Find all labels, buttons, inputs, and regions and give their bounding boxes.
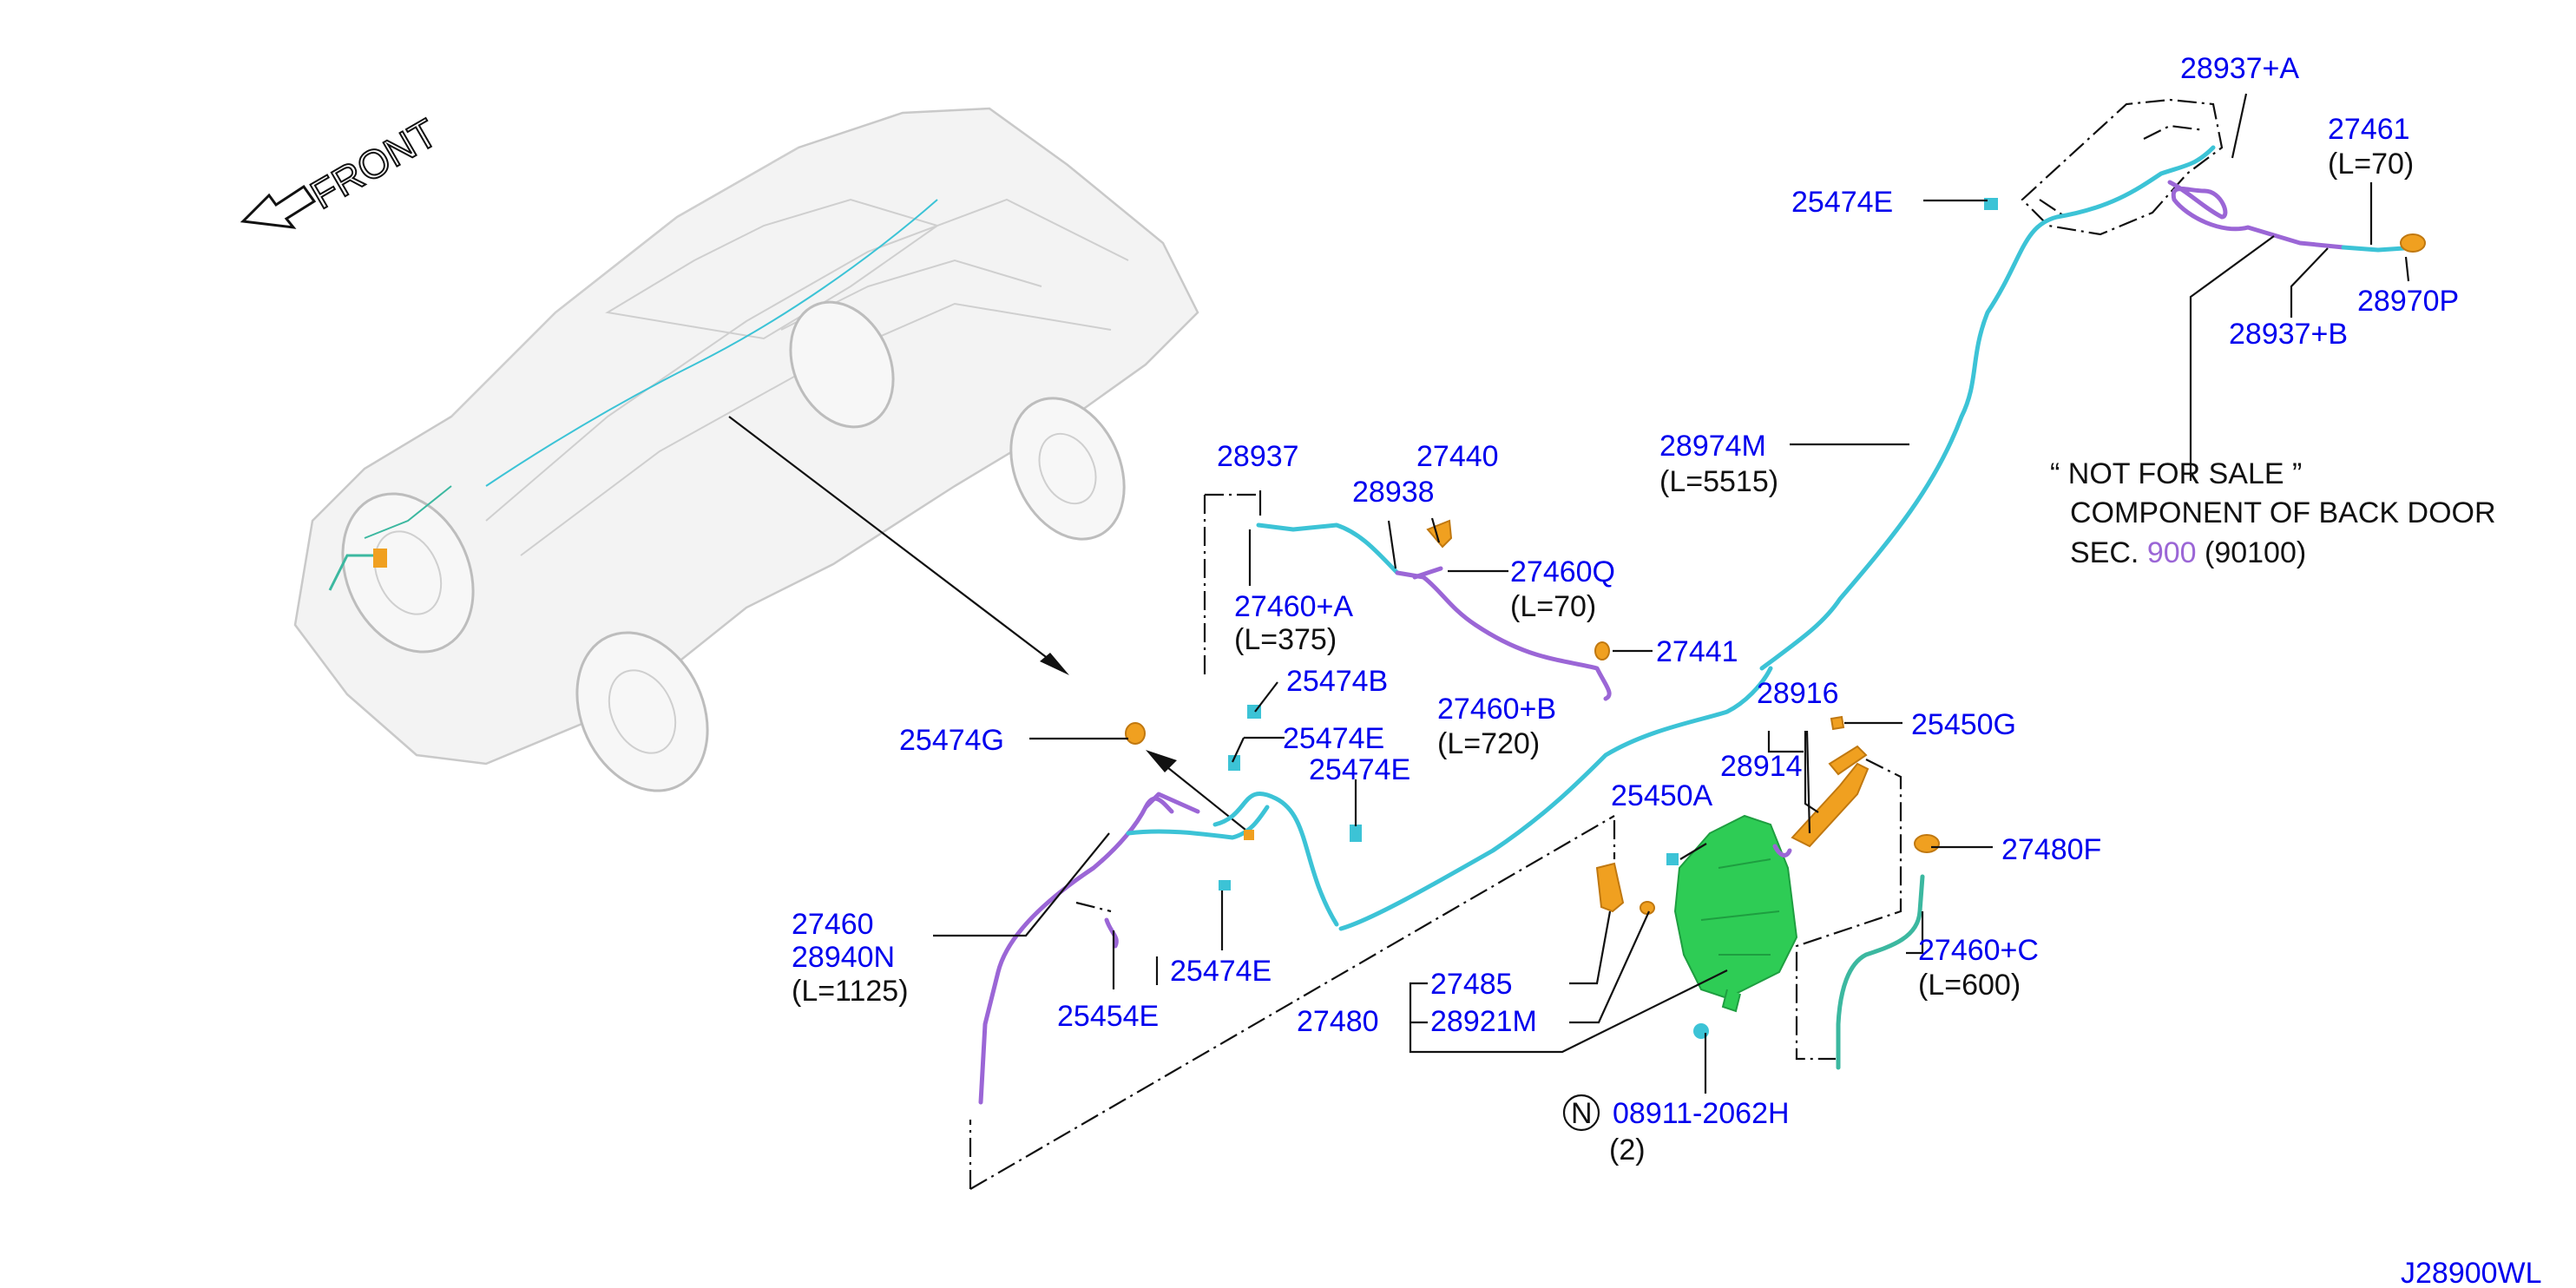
clip-25474E-b: [1350, 825, 1362, 842]
leader-lines: [933, 93, 2410, 1094]
label-27460A[interactable]: 27460+A: [1234, 590, 1353, 623]
diagram-id: J28900WL: [2401, 1257, 2542, 1288]
label-25474E-top[interactable]: 25474E: [1791, 186, 1893, 219]
label-27440[interactable]: 27440: [1416, 440, 1499, 473]
spare-wheel: [789, 300, 895, 429]
label-27460C[interactable]: 27460+C: [1918, 934, 2039, 967]
pointer-line: [728, 416, 1064, 671]
label-27485[interactable]: 27485: [1430, 968, 1513, 1001]
clip-25474E-a: [1228, 755, 1240, 771]
label-08911-qty: (2): [1609, 1134, 1646, 1166]
front-hose-group: [969, 705, 1615, 1190]
label-27441[interactable]: 27441: [1656, 635, 1738, 668]
clip-27441: [1594, 641, 1610, 660]
label-27461-length: (L=70): [2328, 148, 2414, 181]
washer-tank: [1673, 814, 1798, 1000]
rear-wheel-left: [575, 631, 709, 792]
clip-25474E-c: [1219, 880, 1231, 890]
label-25474G[interactable]: 25474G: [899, 724, 1004, 757]
label-27460B[interactable]: 27460+B: [1437, 693, 1556, 726]
label-28938[interactable]: 28938: [1352, 476, 1435, 509]
seal-28921M: [1640, 901, 1655, 915]
note-line3: SEC. 900 (90100): [2070, 536, 2306, 569]
label-25474B[interactable]: 25474B: [1286, 665, 1388, 698]
label-25474E-c[interactable]: 25474E: [1170, 955, 1272, 988]
label-28970P[interactable]: 28970P: [2357, 285, 2459, 318]
cap-27480F: [1914, 834, 1940, 853]
note-line2: COMPONENT OF BACK DOOR: [2070, 496, 2496, 529]
label-08911-2062H[interactable]: 08911-2062H: [1613, 1097, 1790, 1130]
label-28937A[interactable]: 28937+A: [2180, 52, 2299, 85]
label-27460A-length: (L=375): [1234, 623, 1337, 656]
n-symbol-letter: N: [1571, 1097, 1593, 1130]
label-27460Q[interactable]: 27460Q: [1510, 555, 1615, 588]
label-28974M[interactable]: 28974M: [1659, 430, 1766, 463]
pointer-arrowhead-icon: [1040, 653, 1069, 675]
nozzle-28970P: [2400, 233, 2426, 253]
label-27460Q-length: (L=70): [1510, 590, 1596, 623]
label-25454E[interactable]: 25454E: [1057, 1000, 1159, 1033]
front-label: FRONT: [303, 109, 444, 217]
grommet-25450A: [1666, 853, 1679, 865]
label-27461[interactable]: 27461: [2328, 113, 2410, 146]
label-25450A[interactable]: 25450A: [1611, 779, 1713, 812]
label-27460C-length: (L=600): [1918, 969, 2021, 1002]
washer-tank-group: [1595, 715, 1940, 1070]
nozzle-27440: [1426, 519, 1453, 549]
label-28916[interactable]: 28916: [1757, 677, 1839, 710]
bolt-08911: [1693, 1023, 1709, 1039]
label-27460-length: (L=1125): [792, 975, 909, 1008]
label-27460B-length: (L=720): [1437, 727, 1540, 760]
pointer-arrowhead-icon: [1146, 750, 1177, 772]
label-25474E-a[interactable]: 25474E: [1283, 722, 1384, 755]
rear-wheel-right: [1009, 397, 1126, 541]
label-28937B[interactable]: 28937+B: [2229, 318, 2348, 351]
label-28921M[interactable]: 28921M: [1430, 1005, 1537, 1038]
front-arrow-icon: [240, 184, 317, 229]
label-28940N[interactable]: 28940N: [792, 941, 895, 974]
inlet-28914: [1791, 762, 1870, 848]
bolt-08911-label: N 08911-2062H (2): [1562, 1094, 1790, 1166]
label-27480F[interactable]: 27480F: [2001, 833, 2101, 866]
label-27480[interactable]: 27480: [1297, 1005, 1379, 1038]
note-line1: “ NOT FOR SALE ”: [2050, 457, 2302, 490]
pump-27485: [1595, 862, 1625, 913]
n-symbol-icon: [1562, 1094, 1600, 1132]
center-hose-group: [1203, 493, 1612, 701]
label-25474E-b[interactable]: 25474E: [1309, 753, 1410, 786]
vehicle-illustration: [293, 107, 1199, 792]
sec-link[interactable]: 900: [2147, 536, 2197, 569]
back-door-hose-group: [1759, 98, 2426, 671]
clip-25474G: [1125, 722, 1146, 745]
label-27460[interactable]: 27460: [792, 908, 874, 941]
label-28914[interactable]: 28914: [1720, 750, 1803, 783]
hose-28974M: [1338, 666, 1773, 931]
label-25450G[interactable]: 25450G: [1911, 708, 2016, 741]
label-28937[interactable]: 28937: [1217, 440, 1299, 473]
note-back-door: “ NOT FOR SALE ” COMPONENT OF BACK DOOR …: [2050, 457, 2496, 569]
front-indicator: FRONT: [240, 108, 445, 229]
label-28974M-length: (L=5515): [1659, 465, 1778, 498]
